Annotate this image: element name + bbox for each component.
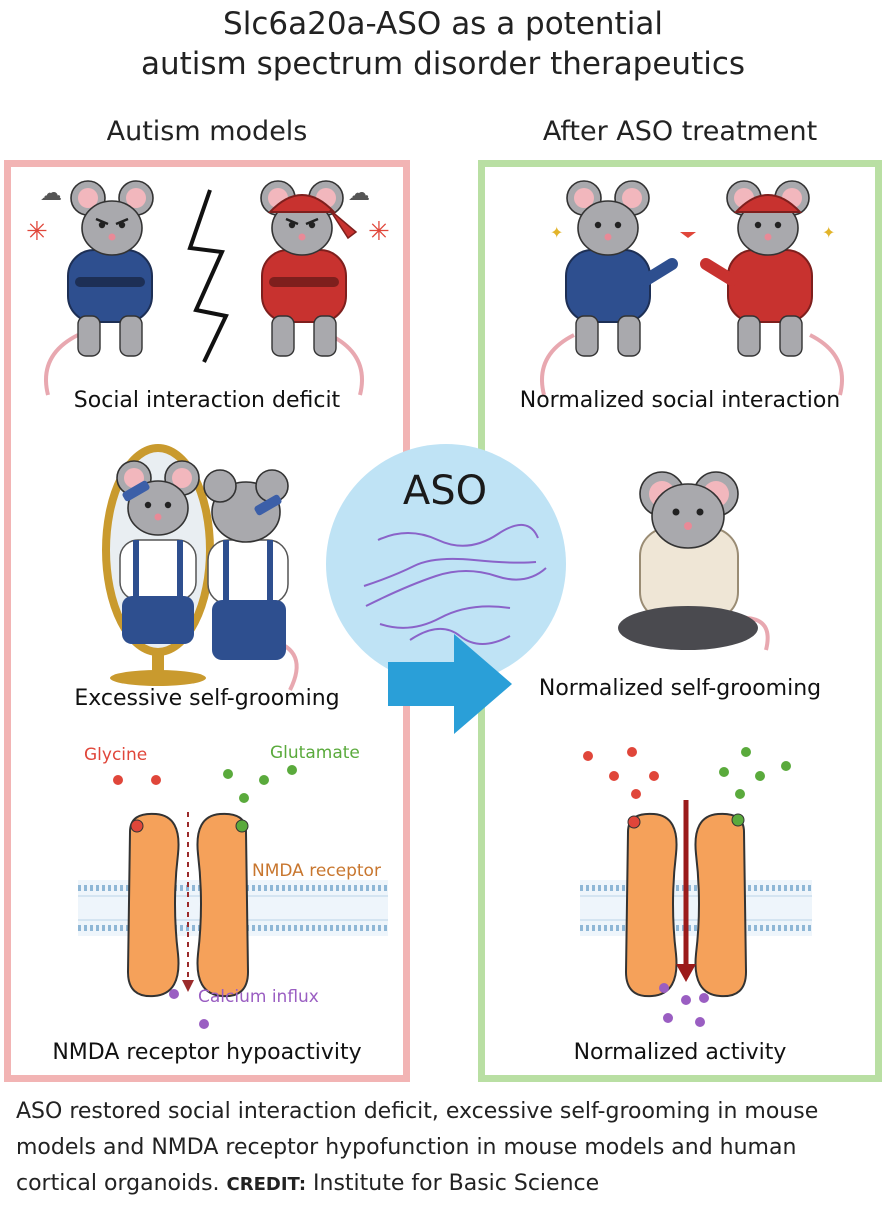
conflict-lightning-icon	[187, 189, 229, 363]
anger-symbol-icon: ✳ ☁	[348, 181, 390, 247]
left-column-heading: Autism models	[106, 116, 308, 147]
svg-text:✳: ✳	[26, 217, 48, 247]
mirror-reflection-mouse	[116, 460, 200, 644]
svg-text:☁: ☁	[40, 181, 62, 206]
sparkle-icon: ✦	[550, 223, 563, 242]
illustration-layer: ✳ ☁ ✳ ☁	[26, 180, 844, 1029]
happy-mouse-red-hoodie	[700, 180, 844, 396]
caption-text: ASO restored social interaction deficit,…	[16, 1099, 819, 1196]
glutamate-label: Glutamate	[270, 743, 360, 763]
treatment-arrow	[388, 634, 512, 734]
nmda-receptor-right	[624, 800, 748, 998]
caption-normalized-self-grooming: Normalized self-grooming	[538, 676, 822, 701]
credit-label: CREDIT:	[226, 1174, 307, 1195]
caption-normalized-social-interaction: Normalized social interaction	[519, 388, 841, 413]
calcium-ions-right	[659, 983, 709, 1027]
calcium-ions-left	[169, 989, 209, 1029]
angry-mouse-blue-hoodie	[44, 180, 154, 396]
figure: Slc6a20a-ASO as a potential autism spect…	[0, 4, 886, 1082]
caption-normalized-activity: Normalized activity	[573, 1040, 787, 1065]
nmda-receptor-left	[126, 812, 250, 998]
calm-sitting-mouse	[618, 471, 770, 651]
title-line-2: autism spectrum disorder therapeutics	[140, 46, 746, 82]
aso-label: ASO	[402, 468, 488, 514]
glycine-molecules-left	[113, 775, 161, 833]
title-line-1: Slc6a20a-ASO as a potential	[223, 6, 663, 42]
aso-circle	[326, 444, 566, 684]
heart-icon	[680, 232, 696, 238]
angry-mouse-red-hoodie	[260, 180, 364, 396]
caption-social-interaction-deficit: Social interaction deficit	[73, 388, 341, 413]
right-column-heading: After ASO treatment	[542, 116, 818, 147]
svg-text:✳: ✳	[368, 217, 390, 247]
figure-title: Slc6a20a-ASO as a potential autism spect…	[0, 4, 886, 84]
aso-oligonucleotide-strands	[363, 524, 547, 645]
credit-value: Institute for Basic Science	[313, 1171, 600, 1196]
glutamate-molecules-left	[223, 765, 297, 833]
calcium-influx-label: Calcium influx	[198, 987, 319, 1007]
happy-mouse-blue-hoodie	[540, 180, 678, 396]
caption-excessive-self-grooming: Excessive self-grooming	[74, 686, 340, 711]
grooming-mouse	[203, 469, 299, 691]
glutamate-molecules-right	[719, 747, 791, 827]
caption-nmda-hypoactivity: NMDA receptor hypoactivity	[52, 1040, 362, 1065]
sparkle-icon: ✦	[822, 223, 835, 242]
nmda-receptor-label: NMDA receptor	[252, 861, 381, 881]
glycine-molecules-right	[583, 747, 659, 829]
figure-caption: ASO restored social interaction deficit,…	[16, 1094, 876, 1203]
anger-symbol-icon: ✳ ☁	[26, 181, 62, 247]
glycine-label: Glycine	[84, 745, 148, 765]
svg-text:☁: ☁	[348, 181, 370, 206]
membrane-bilayer-right	[580, 880, 812, 936]
